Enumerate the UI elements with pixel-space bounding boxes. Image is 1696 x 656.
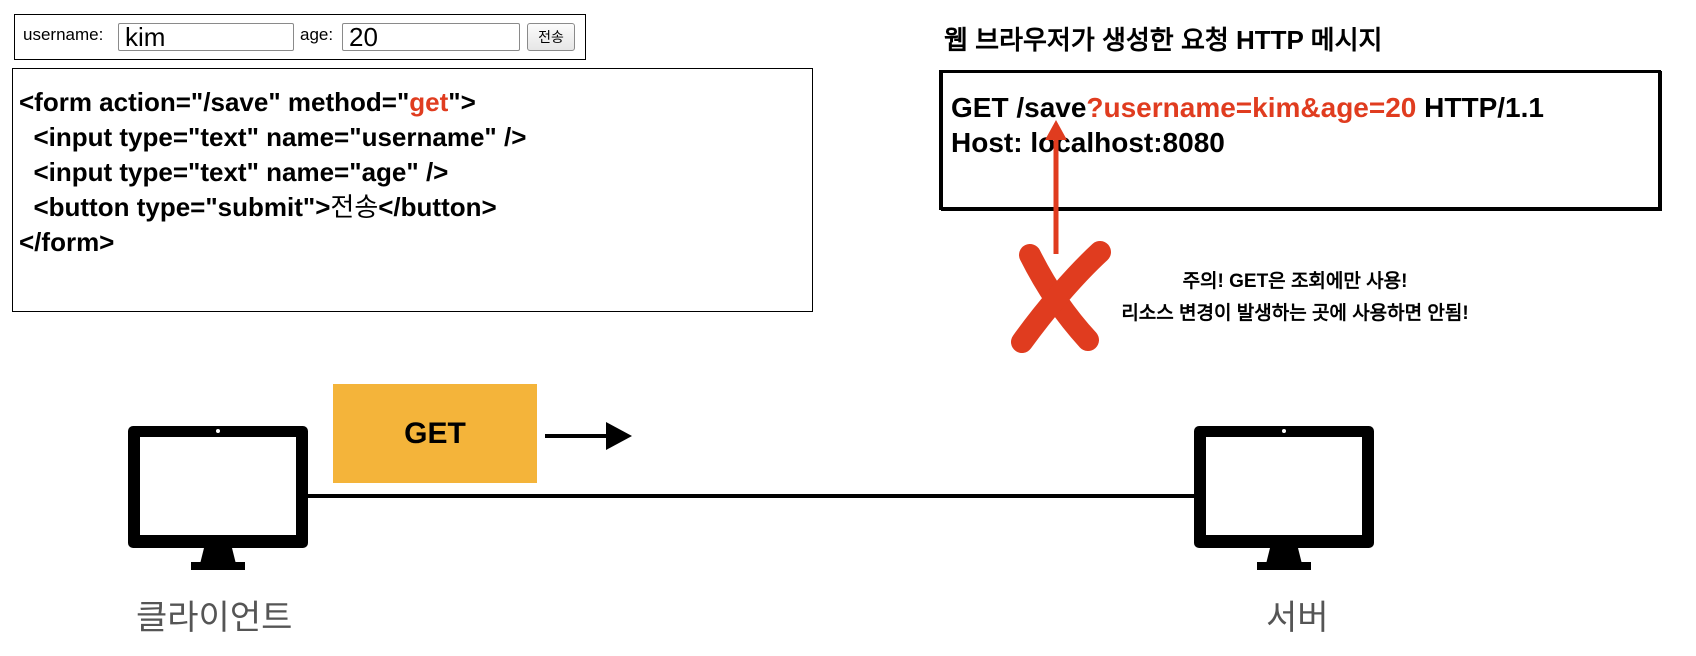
code-line-form-close: </form> [19, 227, 115, 257]
cross-mark-icon [1011, 241, 1111, 353]
code-text: <form action="/save" method=" [19, 87, 410, 117]
form-code-box: <form action="/save" method="get"> <inpu… [12, 68, 813, 312]
warning-line-2: 리소스 변경이 발생하는 곳에 사용하면 안됨! [1121, 303, 1469, 324]
form-preview: username: age: 전송 [14, 14, 586, 60]
warning-note: 주의! GET은 조회에만 사용! 리소스 변경이 발생하는 곳에 사용하면 안… [1080, 266, 1510, 330]
submit-button[interactable]: 전송 [527, 23, 575, 51]
username-input[interactable] [118, 23, 294, 51]
http-version: HTTP/1.1 [1416, 92, 1544, 123]
code-line-button: <button type="submit">전송</button> [19, 190, 812, 225]
code-text: "> [448, 87, 476, 117]
get-method-box: GET [333, 384, 537, 483]
http-message-box: GET /save?username=kim&age=20 HTTP/1.1 H… [940, 70, 1661, 210]
server-monitor-icon [1194, 426, 1374, 570]
warning-line-1: 주의! GET은 조회에만 사용! [1182, 271, 1408, 292]
get-method-label: GET [404, 416, 466, 450]
age-label: age: [300, 25, 334, 44]
age-input[interactable] [342, 23, 520, 51]
code-method-get: get [409, 87, 449, 117]
host-header: Host: localhost:8080 [951, 127, 1225, 158]
up-arrow-icon [1045, 120, 1067, 254]
code-line-form-open: <form action="/save" method="get"> [19, 85, 812, 120]
code-text: <input type="text" name=" [19, 157, 362, 187]
username-label: username: [23, 25, 104, 44]
code-line-input-username: <input type="text" name="username" /> [19, 120, 812, 155]
code-line-input-age: <input type="text" name="age" /> [19, 155, 812, 190]
code-text: " /> [406, 157, 449, 187]
code-button-text: 전송 [330, 192, 379, 222]
code-text: <button type="submit"> [19, 192, 331, 222]
code-name-age: age [361, 157, 407, 187]
client-monitor-icon [128, 426, 308, 570]
client-label: 클라이언트 [136, 599, 293, 637]
code-text: " /> [484, 122, 527, 152]
request-line: GET /save?username=kim&age=20 HTTP/1.1 [951, 90, 1658, 125]
flow-arrow-icon [545, 422, 632, 450]
message-title: 웹 브라우저가 생성한 요청 HTTP 메시지 [944, 25, 1383, 55]
code-text: <input type="text" name=" [19, 122, 362, 152]
code-name-username: username [361, 122, 485, 152]
code-text: </button> [378, 192, 497, 222]
server-label: 서버 [1266, 599, 1329, 637]
request-method-path: GET /save [951, 92, 1087, 123]
query-string: ?username=kim&age=20 [1086, 92, 1417, 123]
